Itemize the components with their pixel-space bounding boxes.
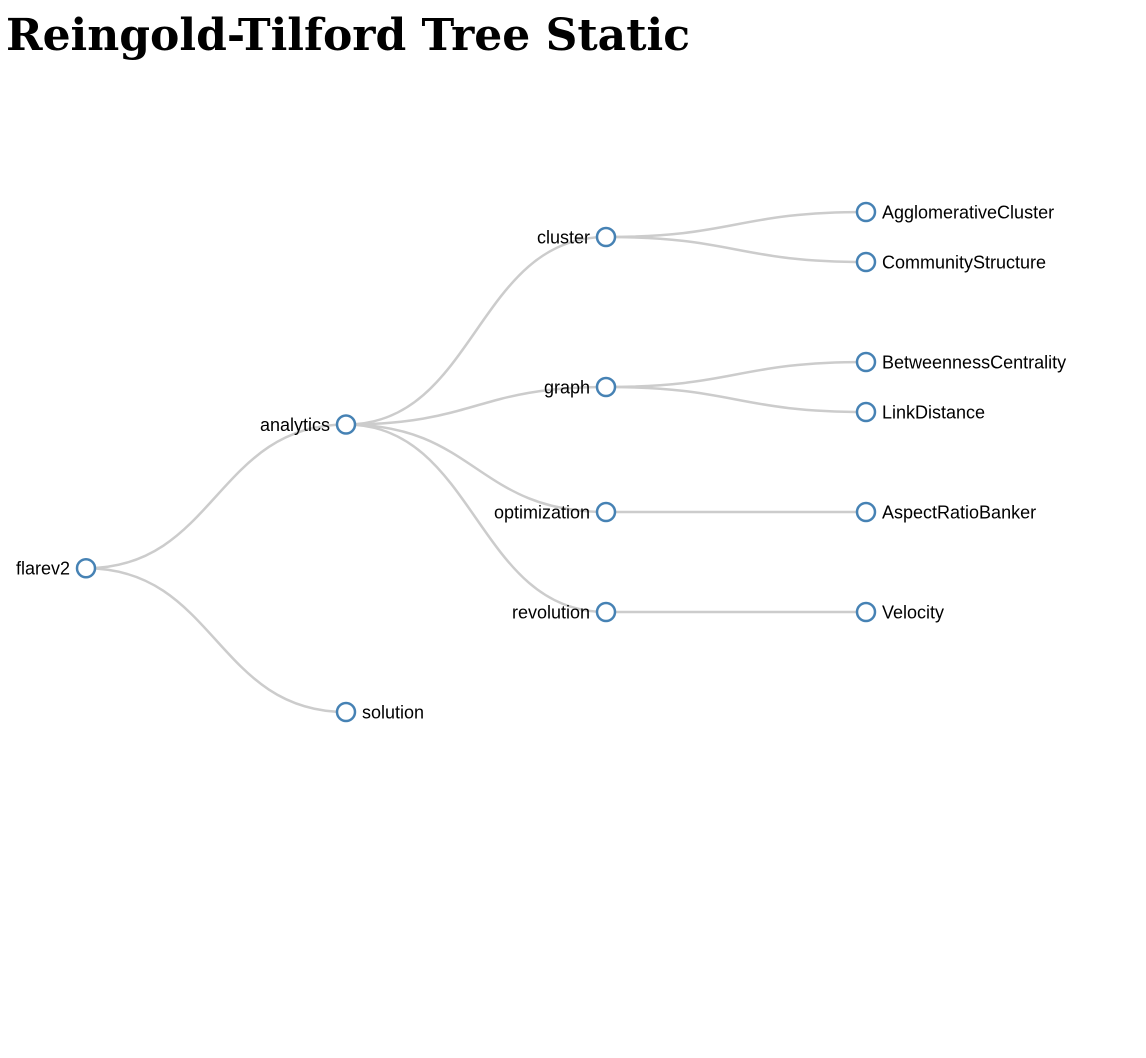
- node-label: BetweennessCentrality: [882, 352, 1066, 372]
- tree-node-CommunityStructure[interactable]: CommunityStructure: [855, 251, 1046, 273]
- tree-node-AgglomerativeCluster[interactable]: AgglomerativeCluster: [855, 201, 1054, 223]
- node-circle-icon[interactable]: [335, 701, 357, 723]
- node-circle-icon[interactable]: [335, 414, 357, 435]
- tree-link-flarev2-analytics: [85, 423, 347, 570]
- node-circle-icon[interactable]: [855, 401, 877, 423]
- tree-link-analytics-graph: [345, 385, 607, 426]
- tree-node-solution[interactable]: solution: [335, 701, 424, 723]
- tree-node-flarev2[interactable]: flarev2: [16, 558, 97, 579]
- tree-link-analytics-optimization: [345, 423, 607, 514]
- node-circle-icon[interactable]: [595, 226, 617, 248]
- node-label: analytics: [260, 415, 330, 435]
- node-circle-icon[interactable]: [595, 601, 617, 623]
- tree-node-optimization[interactable]: optimization: [494, 501, 617, 523]
- tree-link-cluster-CommunityStructure: [605, 235, 867, 264]
- tree-node-AspectRatioBanker[interactable]: AspectRatioBanker: [855, 501, 1036, 523]
- tree-node-BetweennessCentrality[interactable]: BetweennessCentrality: [855, 351, 1066, 373]
- node-label: AgglomerativeCluster: [882, 202, 1054, 222]
- node-label: flarev2: [16, 559, 70, 579]
- tree-link-flarev2-solution: [85, 567, 347, 714]
- nodes-layer: flarev2 analytics solution cluster graph opti…: [16, 201, 1066, 723]
- node-label: AspectRatioBanker: [882, 502, 1036, 522]
- node-label: Velocity: [882, 602, 944, 622]
- tree-link-graph-LinkDistance: [605, 385, 867, 414]
- node-circle-icon[interactable]: [855, 601, 877, 623]
- tree-link-analytics-revolution: [345, 423, 607, 614]
- node-label: LinkDistance: [882, 402, 985, 422]
- node-circle-icon[interactable]: [855, 251, 877, 273]
- tree-node-analytics[interactable]: analytics: [260, 414, 357, 435]
- page-title: Reingold-Tilford Tree Static: [6, 10, 691, 61]
- node-label: revolution: [512, 602, 590, 622]
- links-layer: [85, 210, 867, 714]
- tree-link-graph-BetweennessCentrality: [605, 360, 867, 389]
- node-label: graph: [544, 377, 590, 397]
- tree-node-revolution[interactable]: revolution: [512, 601, 617, 623]
- node-circle-icon[interactable]: [595, 501, 617, 523]
- tree-link-cluster-AgglomerativeCluster: [605, 210, 867, 239]
- tree-node-LinkDistance[interactable]: LinkDistance: [855, 401, 985, 423]
- node-circle-icon[interactable]: [855, 351, 877, 373]
- tree-node-graph[interactable]: graph: [544, 376, 617, 398]
- node-label: CommunityStructure: [882, 252, 1046, 272]
- node-circle-icon[interactable]: [855, 201, 877, 223]
- tree-node-cluster[interactable]: cluster: [537, 226, 617, 248]
- node-circle-icon[interactable]: [595, 376, 617, 398]
- tree-node-Velocity[interactable]: Velocity: [855, 601, 944, 623]
- node-circle-icon[interactable]: [75, 558, 97, 579]
- node-circle-icon[interactable]: [855, 501, 877, 523]
- node-label: cluster: [537, 227, 590, 247]
- node-label: optimization: [494, 502, 590, 522]
- tree-link-analytics-cluster: [345, 235, 607, 426]
- node-label: solution: [362, 702, 424, 722]
